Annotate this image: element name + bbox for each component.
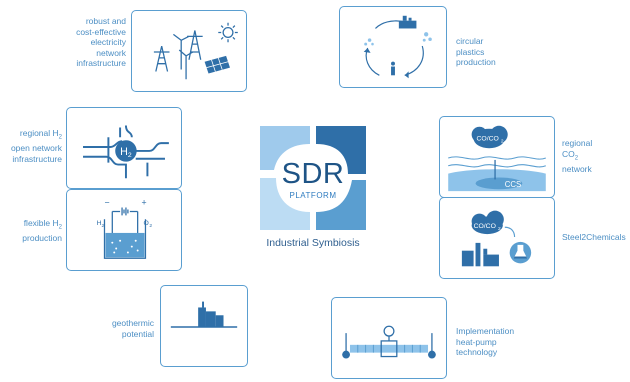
svg-text:CO/CO: CO/CO [477, 135, 499, 142]
label-steel2chemicals: Steel2Chemicals [562, 232, 626, 242]
label-h2-network: regional H2 open network infrastructure [10, 128, 62, 164]
svg-text:CCS: CCS [505, 180, 521, 189]
h2-network-box: H 2 [66, 107, 182, 189]
svg-text:H: H [97, 220, 102, 227]
logo-pinwheel [260, 126, 366, 230]
svg-text:O: O [144, 220, 149, 227]
logo-subtitle: PLATFORM [289, 191, 337, 200]
h2-network-icon: H 2 [83, 125, 169, 179]
svg-text:2: 2 [498, 226, 501, 232]
electricity-icon [153, 22, 238, 80]
label-electricity: robust and cost-effective electricity ne… [76, 16, 126, 68]
label-plastics: circular plastics production [456, 36, 496, 67]
svg-text:+: + [142, 198, 147, 208]
label-geothermic: geothermic potential [111, 318, 154, 339]
electricity-box [131, 10, 247, 92]
co2-network-box: CO/CO 2 CCS [439, 116, 555, 198]
svg-text:2: 2 [149, 223, 152, 229]
label-co2-network: regional CO2 network [562, 138, 593, 174]
heatpump-box [331, 297, 447, 379]
svg-text:−: − [104, 198, 109, 208]
svg-text:2: 2 [128, 152, 132, 159]
geothermic-icon [170, 301, 238, 328]
heatpump-icon [342, 325, 436, 359]
logo-title: SDR [281, 158, 345, 190]
label-h2-production: flexible H2 production [22, 218, 62, 244]
steel-chemicals-icon: CO/CO 2 [461, 210, 532, 267]
ccs-icon: CO/CO 2 CCS [448, 125, 546, 192]
label-heatpump: Implementation heat-pump technology [456, 326, 515, 357]
logo-caption: Industrial Symbiosis [266, 237, 360, 249]
electrolysis-icon: − + H 2 O 2 [97, 198, 152, 259]
steel2chemicals-box: CO/CO 2 [439, 197, 555, 279]
sdr-platform-logo: SDR PLATFORM Industrial Symbiosis [252, 122, 374, 262]
svg-text:2: 2 [501, 138, 504, 144]
svg-text:2: 2 [102, 223, 105, 229]
plastics-cycle-icon [363, 15, 432, 79]
geothermic-box [160, 285, 248, 367]
h2-text: H [120, 146, 128, 158]
svg-text:CO/CO: CO/CO [474, 223, 496, 230]
plastics-box [339, 6, 447, 88]
h2-production-box: − + H 2 O 2 [66, 189, 182, 271]
